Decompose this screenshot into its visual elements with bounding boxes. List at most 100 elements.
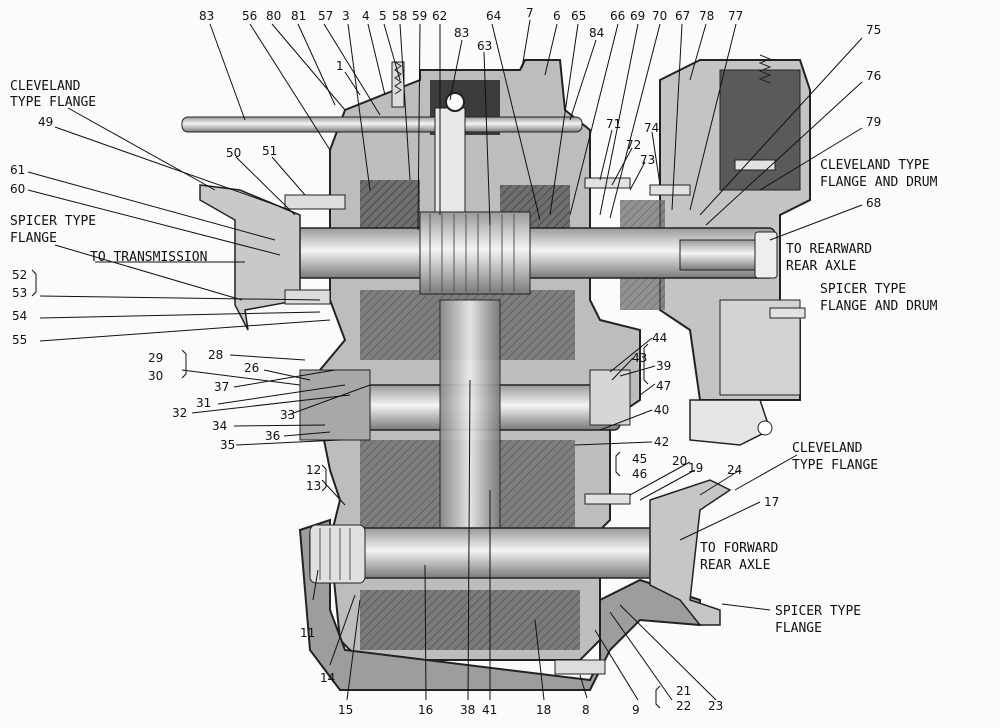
part-number: 33 xyxy=(280,408,295,422)
part-number: 9 xyxy=(632,703,640,717)
label-spicer-bottom-2: FLANGE xyxy=(775,621,822,636)
label-spicer-drum-1: SPICER TYPE xyxy=(820,282,906,297)
part-number: 21 xyxy=(676,684,691,698)
part-number: 72 xyxy=(626,138,641,152)
part-number: 19 xyxy=(688,461,703,475)
part-number: 24 xyxy=(727,463,742,477)
part-number: 45 xyxy=(632,452,647,466)
part-number: 64 xyxy=(486,9,501,23)
part-number: 59 xyxy=(412,9,427,23)
part-number: 66 xyxy=(610,9,625,23)
label-cleveland-right-2: TYPE FLANGE xyxy=(792,458,878,473)
part-number: 7 xyxy=(526,6,534,20)
part-number: 37 xyxy=(214,380,229,394)
part-number: 14 xyxy=(320,671,335,685)
part-number: 75 xyxy=(866,23,881,37)
part-number: 83 xyxy=(454,26,469,40)
part-number: 5 xyxy=(379,9,387,23)
part-number: 77 xyxy=(728,9,743,23)
part-number: 36 xyxy=(265,429,280,443)
part-number: 52 xyxy=(12,268,27,282)
part-number: 34 xyxy=(212,419,227,433)
label-spicer-bottom-1: SPICER TYPE xyxy=(775,604,861,619)
part-number: 41 xyxy=(482,703,497,717)
label-to-forward-2: REAR AXLE xyxy=(700,558,770,573)
part-number: 81 xyxy=(291,9,306,23)
part-number: 38 xyxy=(460,703,475,717)
label-to-rearward-2: REAR AXLE xyxy=(786,259,856,274)
part-number: 54 xyxy=(12,309,27,323)
part-number: 67 xyxy=(675,9,690,23)
part-number: 79 xyxy=(866,115,881,129)
label-to-transmission: TO TRANSMISSION xyxy=(90,250,207,265)
leader-lines xyxy=(27,19,863,709)
part-number: 47 xyxy=(656,379,671,393)
label-cleveland-drum-1: CLEVELAND TYPE xyxy=(820,158,930,173)
part-number: 43 xyxy=(632,351,647,365)
part-number: 18 xyxy=(536,703,551,717)
label-to-forward-1: TO FORWARD xyxy=(700,541,778,556)
part-number: 58 xyxy=(392,9,407,23)
part-number: 39 xyxy=(656,359,671,373)
part-number: 46 xyxy=(632,467,647,481)
part-number: 80 xyxy=(266,9,281,23)
part-number: 6 xyxy=(553,9,561,23)
part-number: 63 xyxy=(477,39,492,53)
part-number: 69 xyxy=(630,9,645,23)
part-number: 35 xyxy=(220,438,235,452)
part-number: 50 xyxy=(226,146,241,160)
part-number: 60 xyxy=(10,182,25,196)
part-number: 17 xyxy=(764,495,779,509)
label-spicer-drum-2: FLANGE AND DRUM xyxy=(820,299,938,314)
part-number: 1 xyxy=(336,59,344,73)
label-cleveland-left-1: CLEVELAND xyxy=(10,79,81,94)
output-shaft xyxy=(309,479,732,675)
part-number: 68 xyxy=(866,196,881,210)
part-number: 8 xyxy=(582,703,590,717)
part-number: 20 xyxy=(672,454,687,468)
part-number: 61 xyxy=(10,163,25,177)
part-number: 13 xyxy=(306,479,321,493)
housing xyxy=(298,59,811,691)
label-cleveland-left-2: TYPE FLANGE xyxy=(10,95,96,110)
part-number: 23 xyxy=(708,699,723,713)
part-number: 11 xyxy=(300,626,315,640)
part-number: 84 xyxy=(589,26,604,40)
part-number: 28 xyxy=(208,348,223,362)
part-number: 76 xyxy=(866,69,881,83)
part-number: 22 xyxy=(676,699,691,713)
label-to-rearward-1: TO REARWARD xyxy=(786,242,872,257)
part-number: 71 xyxy=(606,117,621,131)
part-number: 32 xyxy=(172,406,187,420)
part-number: 83 xyxy=(199,9,214,23)
part-number: 30 xyxy=(148,369,163,383)
label-cleveland-drum-2: FLANGE AND DRUM xyxy=(820,175,938,190)
part-number: 4 xyxy=(362,9,370,23)
part-number: 65 xyxy=(571,9,586,23)
part-number: 57 xyxy=(318,9,333,23)
label-spicer-left-2: FLANGE xyxy=(10,231,57,246)
part-number: 31 xyxy=(196,396,211,410)
part-number: 3 xyxy=(342,9,350,23)
part-number: 15 xyxy=(338,703,353,717)
part-number: 26 xyxy=(244,361,259,375)
part-numbers: 83 56 80 81 57 3 4 5 58 59 62 83 63 64 7… xyxy=(10,6,881,717)
part-number: 62 xyxy=(432,9,447,23)
part-number: 29 xyxy=(148,351,163,365)
part-number: 74 xyxy=(644,121,659,135)
part-number: 42 xyxy=(654,435,669,449)
part-number: 12 xyxy=(306,463,321,477)
part-number: 78 xyxy=(699,9,714,23)
bolts xyxy=(584,159,806,505)
part-number: 70 xyxy=(652,9,667,23)
part-number: 73 xyxy=(640,153,655,167)
label-spicer-left-1: SPICER TYPE xyxy=(10,214,96,229)
callout-labels: CLEVELAND TYPE FLANGE SPICER TYPE FLANGE… xyxy=(10,79,938,636)
part-number: 55 xyxy=(12,333,27,347)
part-number: 51 xyxy=(262,144,277,158)
part-number: 16 xyxy=(418,703,433,717)
part-number: 40 xyxy=(654,403,669,417)
part-number: 53 xyxy=(12,286,27,300)
